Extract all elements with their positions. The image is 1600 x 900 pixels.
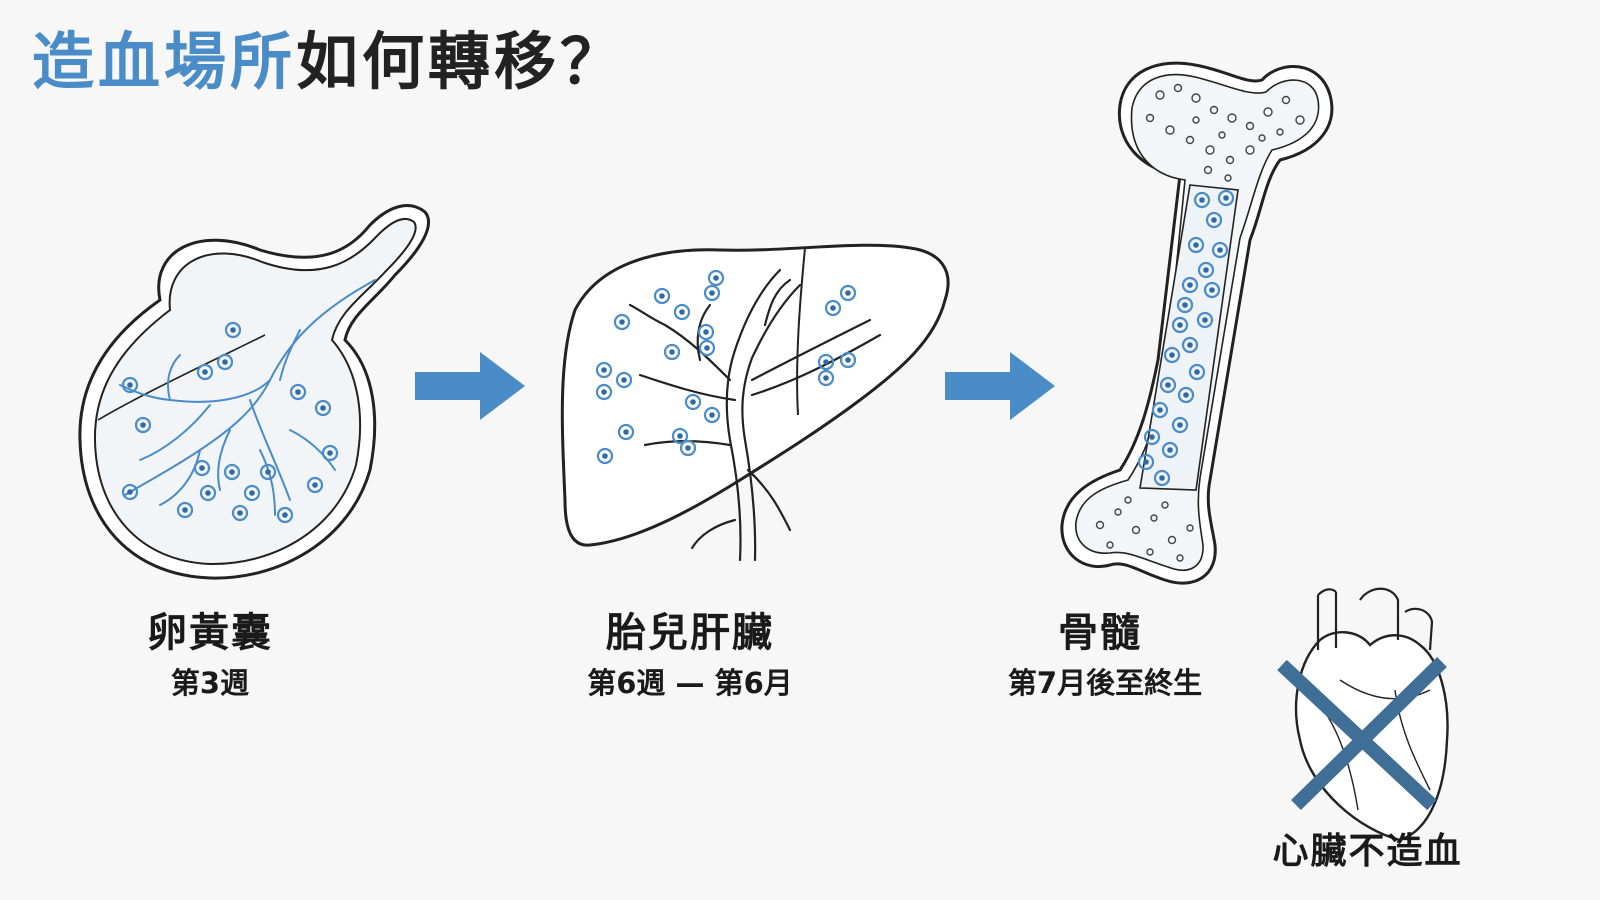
stage-name-fetal-liver: 胎兒肝臟	[606, 610, 774, 656]
arrow-right-icon	[415, 352, 525, 420]
arrow-right-icon	[945, 352, 1055, 420]
stage-name-bone-marrow: 骨髓	[1058, 610, 1142, 656]
heart-crossed-icon	[1277, 587, 1449, 842]
page-title: 造血場所如何轉移？	[32, 25, 627, 98]
stage-period-bone-marrow: 第7月後至終生	[1007, 666, 1203, 700]
heart-note-label: 心臟不造血	[1272, 831, 1463, 872]
bone-marrow-illustration	[1060, 61, 1334, 585]
stage-name-yolk-sac: 卵黃囊	[147, 610, 273, 656]
title-highlight: 造血場所	[32, 25, 297, 98]
yolk-sac-illustration	[78, 204, 430, 580]
stage-period-yolk-sac: 第3週	[170, 666, 250, 700]
fetal-liver-illustration	[560, 243, 950, 562]
title-rest: 如何轉移？	[296, 25, 627, 98]
stage-period-fetal-liver: 第6週 — 第6月	[587, 666, 793, 700]
